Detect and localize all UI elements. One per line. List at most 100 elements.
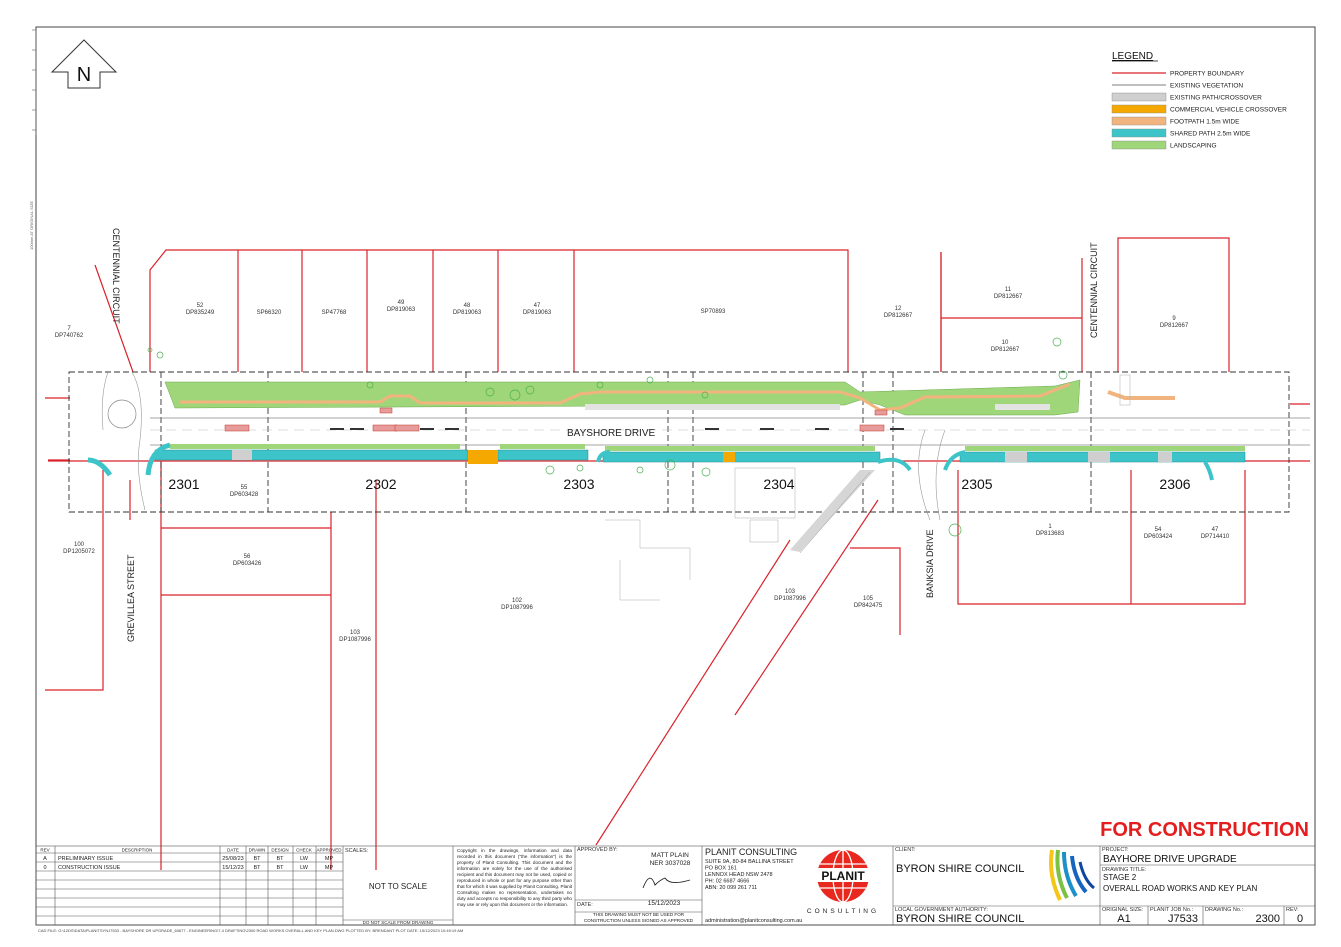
drawing-title-line2: OVERALL ROAD WORKS AND KEY PLAN (1103, 884, 1257, 893)
rev-cell: MP (325, 856, 334, 862)
centennial-circuit-right-label: CENTENNIAL CIRCUIT (1089, 242, 1099, 338)
sheet-number[interactable]: 2305 (961, 476, 992, 492)
lot-dp: DP1205072 (63, 549, 95, 555)
lot-dp: DP812667 (884, 313, 913, 319)
client-label: CLIENT: (895, 847, 916, 853)
sheet-number[interactable]: 2303 (563, 476, 594, 492)
lot-dp: SP47768 (322, 310, 347, 316)
rev-cell: 15/12/23 (222, 865, 243, 871)
address-line: LENNOX HEAD NSW 2478 (705, 872, 773, 878)
legend-swatch (1111, 140, 1167, 150)
rev-cell: 0 (43, 865, 46, 871)
legend-title: LEGEND (1112, 51, 1153, 62)
rev-header: DATE (227, 848, 239, 853)
project-label: PROJECT: (1102, 847, 1129, 853)
rev-cell: BT (276, 865, 284, 871)
rev-cell: LW (300, 865, 309, 871)
lot-dp: DP603424 (1144, 534, 1173, 540)
lot-dp: DP1087996 (501, 605, 533, 611)
lot-dp: DP740762 (55, 333, 84, 339)
rev-header: APPROVED (316, 848, 342, 853)
legend-label: FOOTPATH 1.5m WIDE (1170, 119, 1240, 126)
council-logo (1049, 849, 1095, 901)
cad-file-path: CAD FILE: G:\12DS\DATA\PLANITSYNJ7533 - … (38, 928, 463, 933)
lot-number: 54 (1155, 527, 1162, 533)
for-construction-stamp: FOR CONSTRUCTION (1100, 819, 1309, 841)
lot-dp: DP813683 (1036, 531, 1065, 537)
date-label: DATE: (577, 902, 593, 908)
drawing-title-line1: STAGE 2 (1103, 873, 1137, 882)
lot-number: 11 (1005, 287, 1012, 293)
lot-dp: DP819063 (453, 310, 482, 316)
approver-signature (642, 877, 691, 889)
lot-dp: DP603428 (230, 492, 259, 498)
planit-logo-sub: CONSULTING (807, 908, 879, 915)
rev-header: REV (40, 848, 49, 853)
rev-cell: PRELIMINARY ISSUE (58, 856, 113, 862)
legend-swatch (1111, 104, 1167, 114)
sheet-number[interactable]: 2306 (1159, 476, 1190, 492)
lot-dp: DP1087996 (339, 637, 371, 643)
drawing-no-label: DRAWING No.: (1205, 907, 1243, 913)
sheet-number[interactable]: 2302 (365, 476, 396, 492)
lot-number: 56 (244, 554, 251, 560)
lot-dp: DP819063 (387, 307, 416, 313)
approver-ner: NER 3037028 (650, 860, 691, 867)
planit-logo-text: PLANIT (821, 869, 865, 883)
lot-dp: DP842475 (854, 603, 883, 609)
lot-number: 48 (464, 303, 471, 309)
lot-number: 105 (863, 596, 874, 602)
sheet-number[interactable]: 2304 (763, 476, 794, 492)
address-line: ABN: 20 099 261 711 (705, 885, 757, 891)
bayshore-drive-label: BAYSHORE DRIVE (567, 428, 655, 439)
lot-dp: DP835249 (186, 310, 215, 316)
lot-dp: DP714410 (1201, 534, 1230, 540)
project-name: BAYHORE DRIVE UPGRADE (1103, 854, 1237, 865)
approver-name: MATT PLAIN (651, 852, 689, 859)
legend-label: EXISTING VEGETATION (1170, 83, 1243, 90)
rev-cell: LW (300, 856, 309, 862)
property-boundaries (45, 237, 1310, 870)
legend-label: PROPERTY BOUNDARY (1170, 71, 1245, 78)
lot-dp: DP812667 (991, 347, 1020, 353)
job-number: J7533 (1168, 913, 1198, 925)
not-used-note: THIS DRAWING MUST NOT BE USED FOR CONSTR… (583, 912, 694, 923)
legend-label: SHARED PATH 2.5m WIDE (1170, 131, 1251, 138)
lot-dp: DP819063 (523, 310, 552, 316)
address-line: SUITE 9A, 80-84 BALLINA STREET (705, 859, 794, 865)
lot-number: 52 (197, 303, 204, 309)
rev-header: DESIGN (271, 848, 288, 853)
lga-name: BYRON SHIRE COUNCIL (896, 913, 1024, 925)
scales-label: SCALES: (345, 848, 369, 854)
rev-cell: BT (253, 856, 261, 862)
do-not-scale-note: DO NOT SCALE FROM DRAWING (363, 920, 434, 925)
lot-dp: DP812667 (994, 294, 1023, 300)
rev-cell: BT (253, 865, 261, 871)
legend-label: LANDSCAPING (1170, 143, 1217, 150)
address-line: PO BOX 161 (705, 866, 737, 872)
lot-dp: SP70893 (701, 309, 726, 315)
sheet-number[interactable]: 2301 (168, 476, 199, 492)
grevillea-street-label: GREVILLEA STREET (126, 554, 136, 642)
rev-number: 0 (1297, 913, 1303, 925)
street-names: BAYSHORE DRIVE CENTENNIAL CIRCUIT CENTEN… (111, 228, 1099, 642)
copyright-notice: Copyright in the drawings, information a… (457, 848, 572, 907)
rev-label: REV: (1286, 907, 1299, 913)
lot-number: 103 (785, 589, 796, 595)
side-note: 100mm AT ORIGINAL SIZE (29, 201, 34, 250)
client-name: BYRON SHIRE COUNCIL (896, 863, 1024, 875)
rev-cell: MP (325, 865, 334, 871)
legend-swatch (1111, 116, 1167, 126)
rev-cell: A (43, 856, 47, 862)
lot-number: 10 (1002, 340, 1009, 346)
rev-header: DRAWN (249, 848, 266, 853)
lot-number: 1 (1048, 524, 1052, 530)
lot-number: 49 (398, 300, 405, 306)
company-name: PLANIT CONSULTING (705, 847, 797, 857)
original-size: A1 (1117, 913, 1130, 925)
drawing-number: 2300 (1256, 913, 1280, 925)
lot-dp: DP812667 (1160, 323, 1189, 329)
lot-number: 100 (74, 542, 85, 548)
